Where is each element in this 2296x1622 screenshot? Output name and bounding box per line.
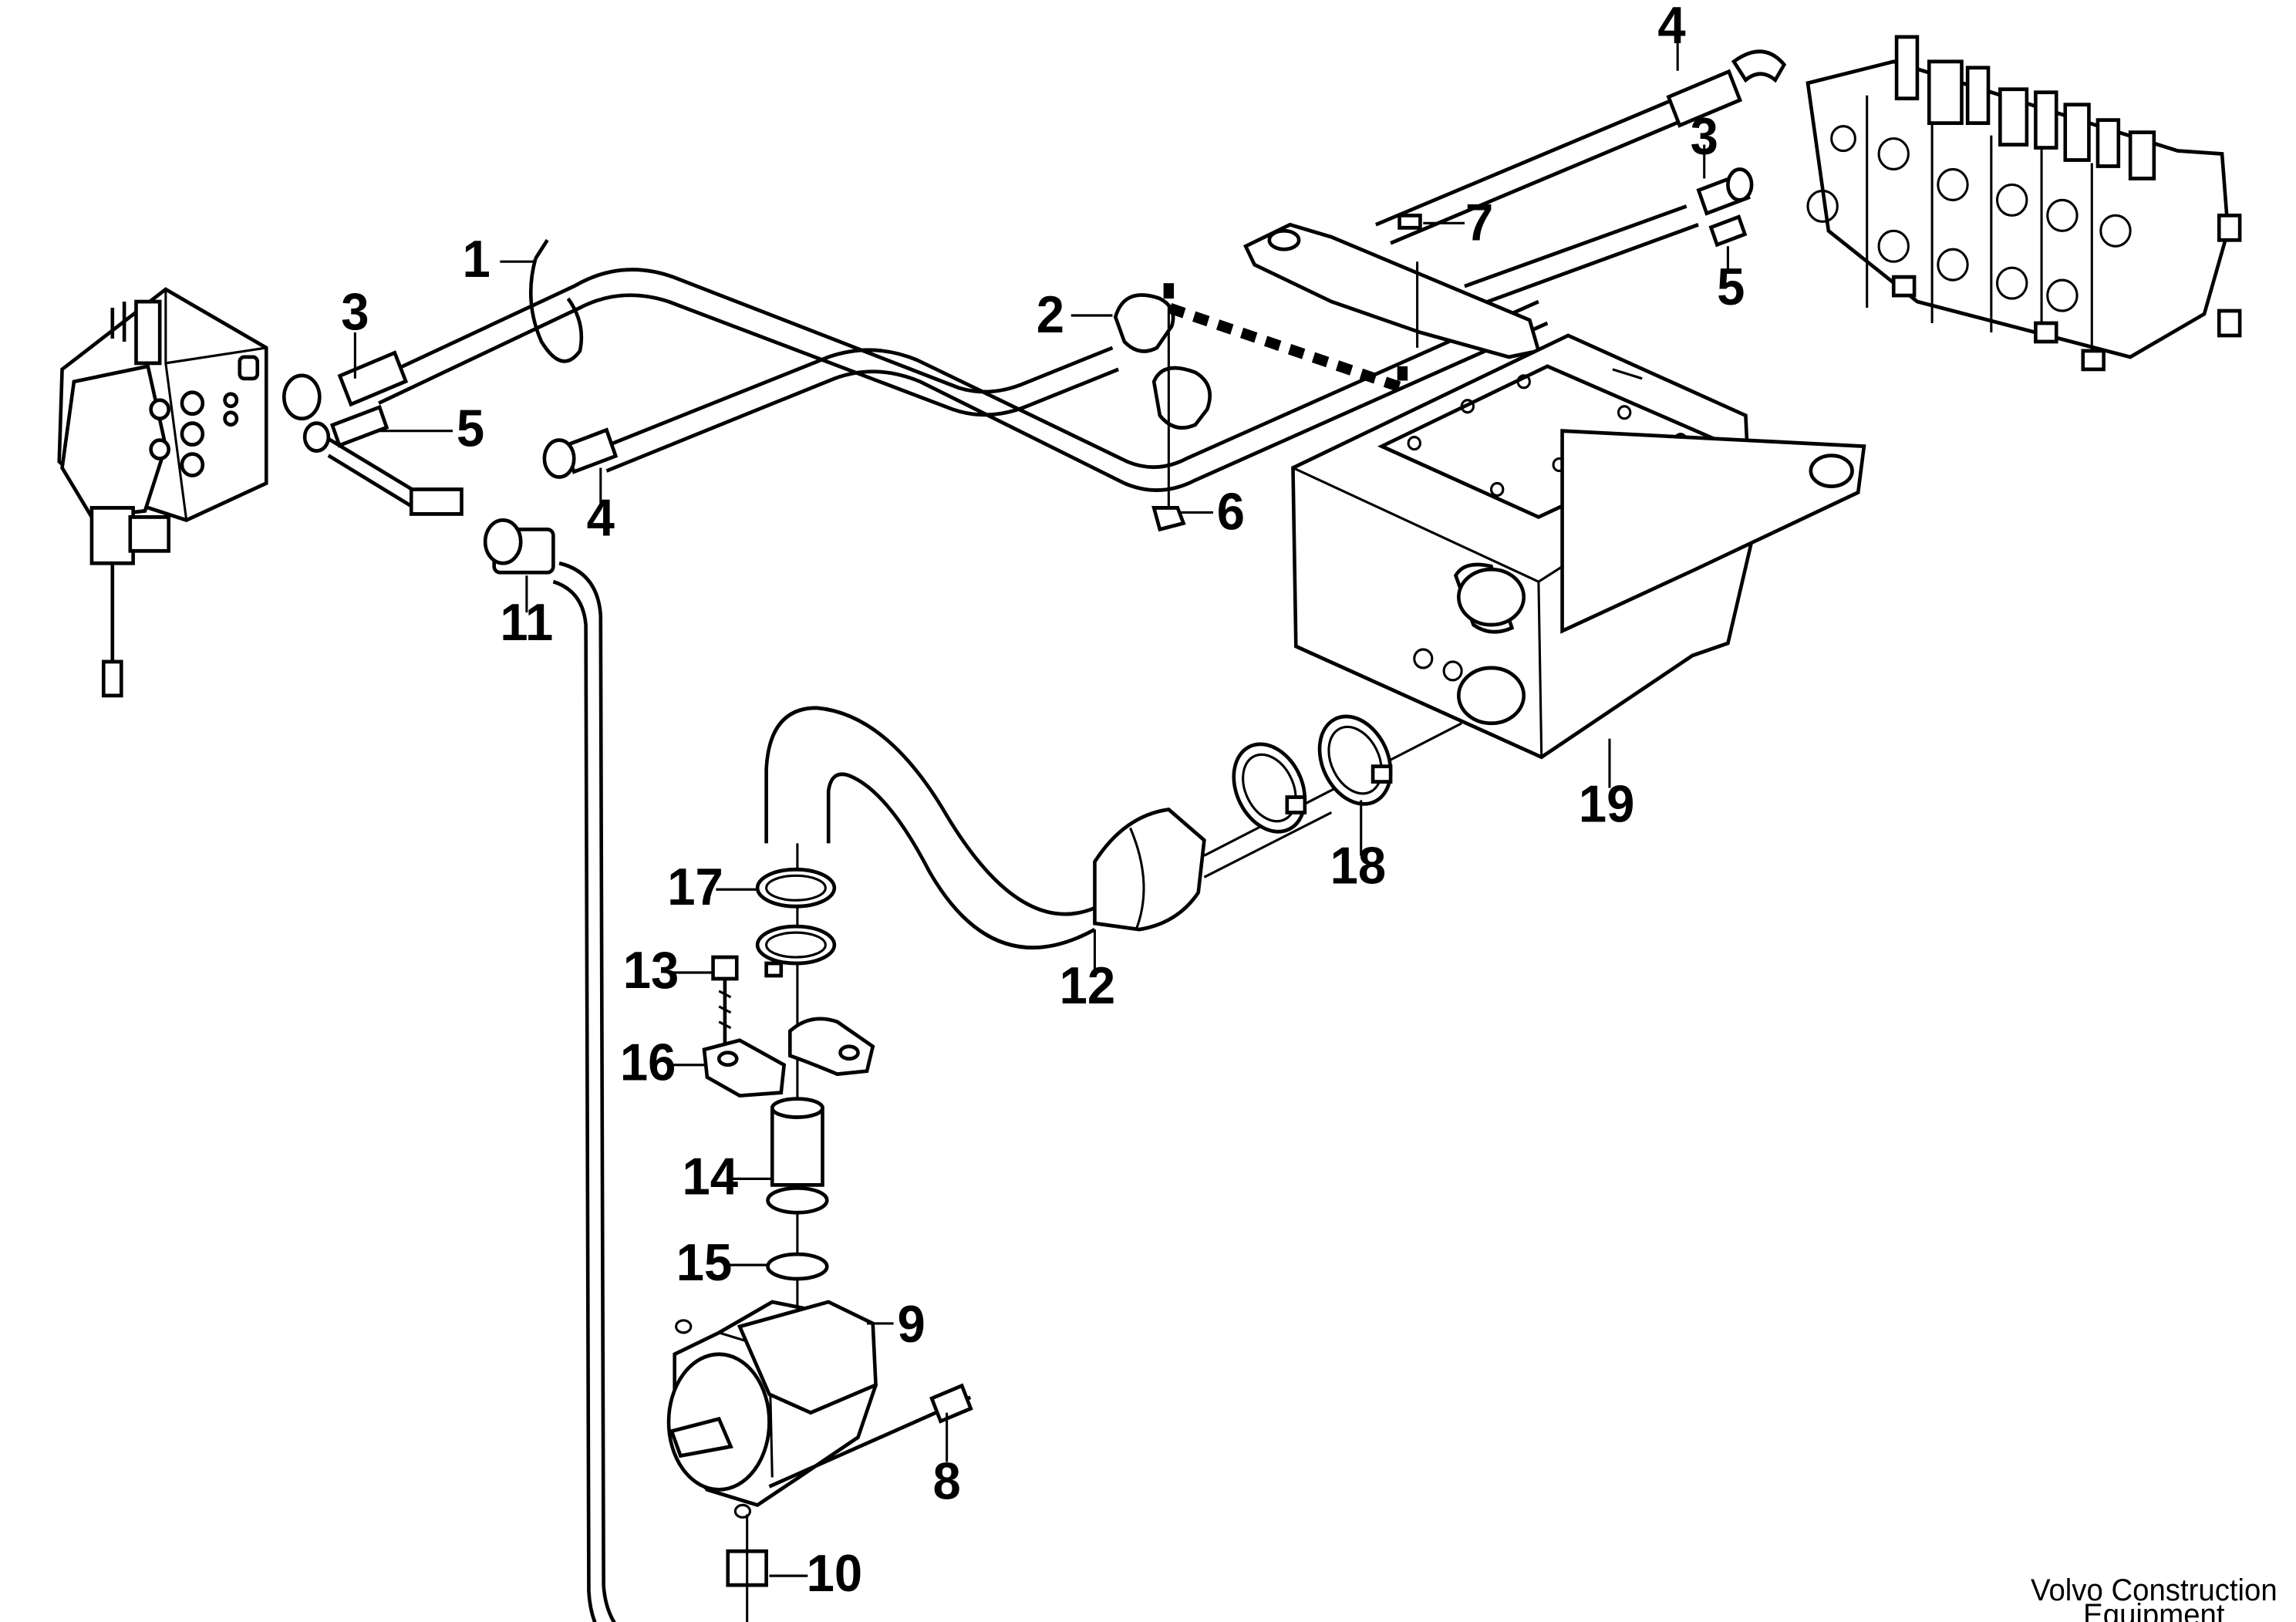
- callout-5-right: 5: [1717, 258, 1745, 316]
- callout-1: 1: [463, 231, 491, 288]
- callout-4-right: 4: [1657, 0, 1685, 55]
- callout-8: 8: [932, 1452, 960, 1510]
- callout-4-left: 4: [587, 489, 615, 547]
- pump-stack: [666, 843, 973, 1622]
- callout-labels: 1 3 5 4 11 2 6 7 4 3 5 19 18 12 17 13 16…: [341, 0, 1745, 1603]
- callout-18: 18: [1330, 837, 1387, 895]
- pipe-clamp: [1113, 283, 1408, 532]
- hose-clamps: [1232, 714, 1393, 834]
- credit-block: Volvo Construction Equipment 1033493: [2031, 1573, 2277, 1622]
- callout-19: 19: [1579, 775, 1635, 833]
- callout-15: 15: [676, 1234, 733, 1292]
- tank-bracket: [1242, 213, 1541, 359]
- callout-11-upper: 11: [500, 594, 553, 652]
- hose-fittings: [282, 49, 1787, 575]
- callout-14: 14: [682, 1148, 738, 1206]
- callout-13: 13: [623, 942, 679, 1000]
- leader-lines: [353, 42, 1729, 1577]
- credit-line-1: Volvo Construction: [2031, 1573, 2277, 1607]
- callout-3-left: 3: [341, 283, 369, 341]
- cable-tie: [528, 238, 584, 363]
- callout-9: 9: [897, 1296, 925, 1354]
- callout-16: 16: [620, 1034, 676, 1092]
- hydraulic-tank: [1291, 333, 1866, 760]
- callout-3-right: 3: [1691, 107, 1718, 165]
- callout-17: 17: [667, 858, 723, 916]
- callout-2: 2: [1037, 286, 1064, 344]
- callout-5-left: 5: [457, 400, 484, 457]
- suction-hose: [764, 706, 1462, 950]
- callout-10: 10: [807, 1545, 863, 1603]
- callout-7: 7: [1465, 194, 1493, 251]
- callout-12: 12: [1060, 957, 1116, 1015]
- left-control-valve: [57, 287, 268, 698]
- credit-line-2: Equipment: [2083, 1598, 2224, 1622]
- callout-6: 6: [1217, 483, 1245, 541]
- right-control-valve: [1805, 35, 2242, 372]
